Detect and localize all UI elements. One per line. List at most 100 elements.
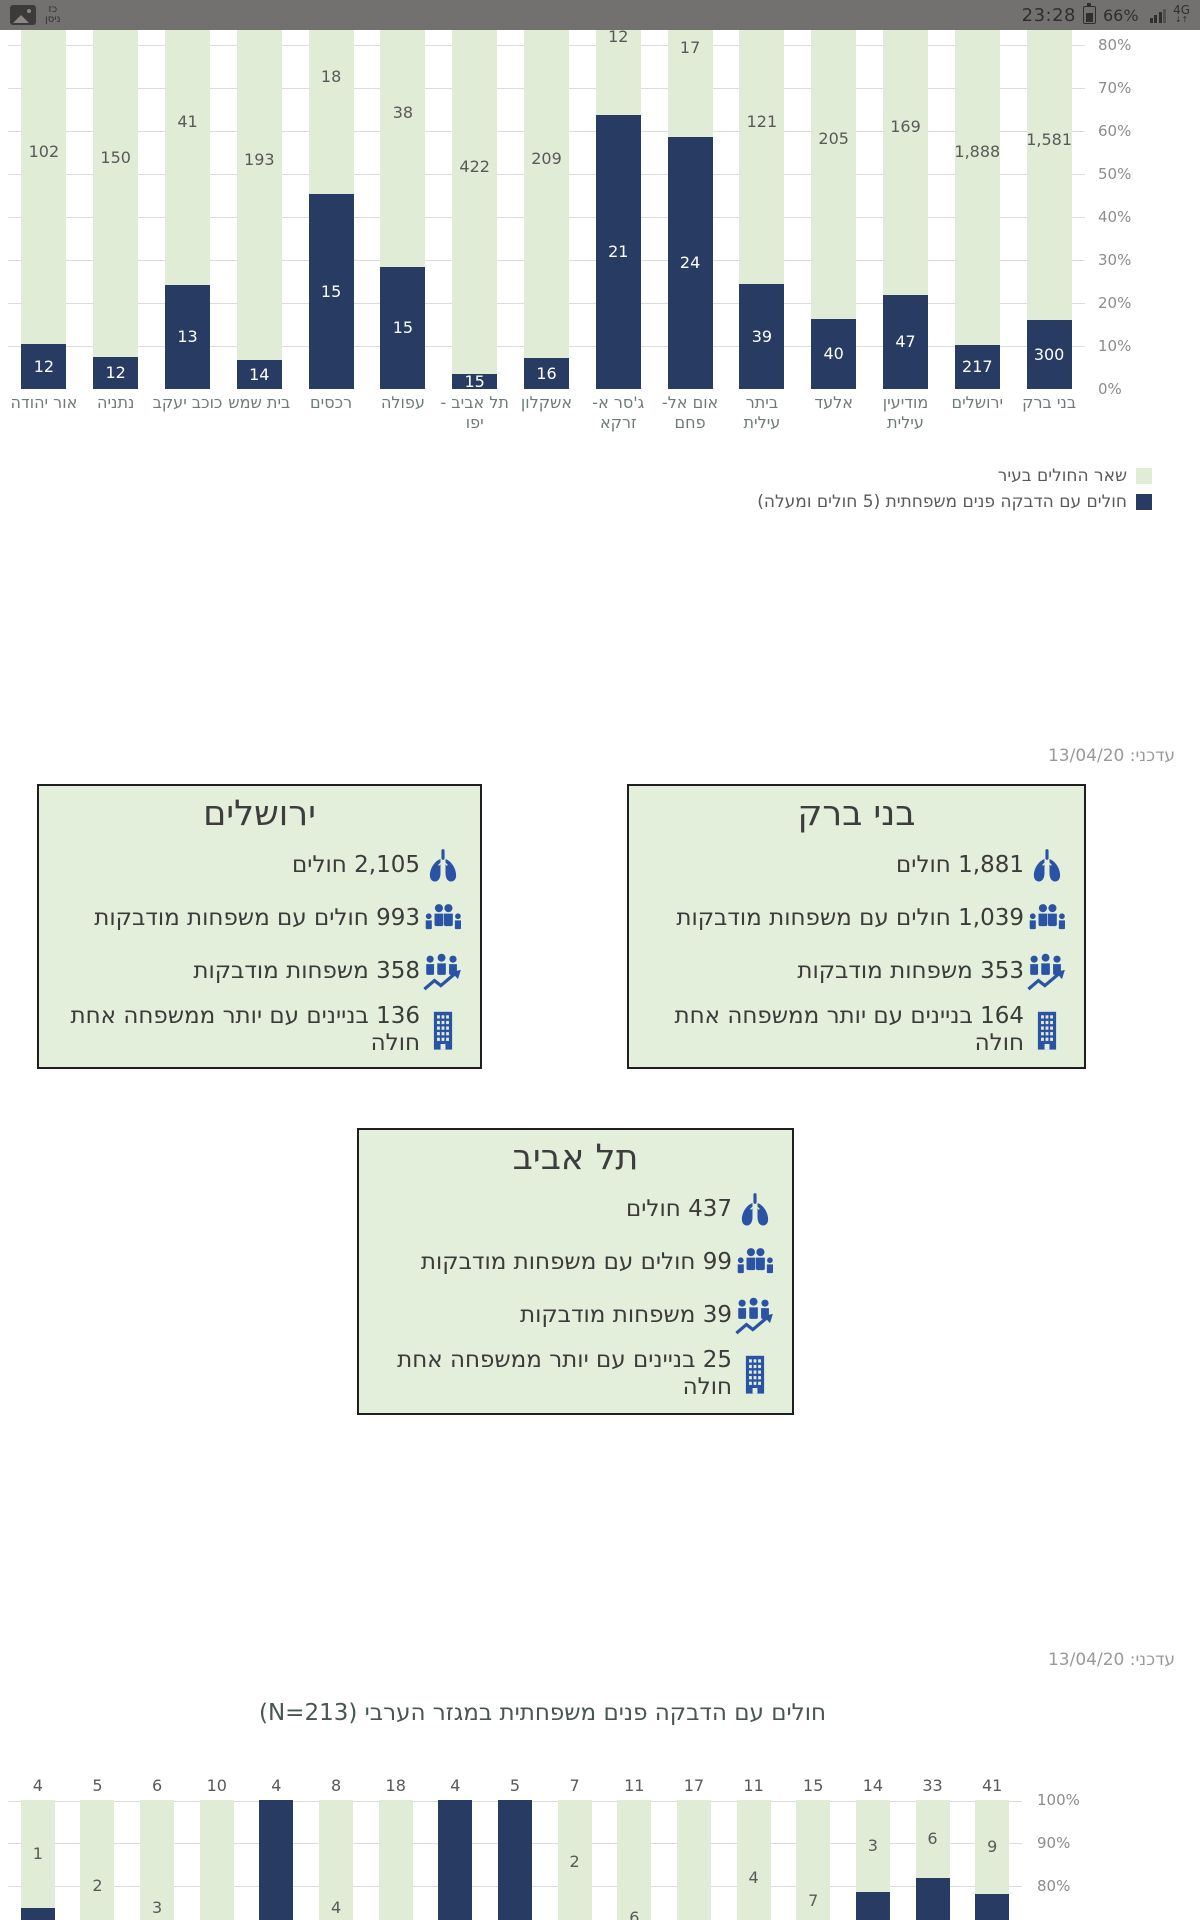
card-row-text: 25 בניינים עם יותר ממשפחה אחת חולה <box>397 1347 732 1401</box>
stacked-bar: 2 <box>80 1800 115 1920</box>
green-value-label: 1 <box>32 1844 43 1863</box>
green-value-label: 193 <box>244 149 275 169</box>
dark-value-label: 47 <box>895 332 916 351</box>
y-tick: 80% <box>1098 36 1132 54</box>
card-row-text: 99 חולים עם משפחות מודבקות <box>420 1249 732 1276</box>
stacked-bar: 4 <box>319 1800 354 1920</box>
segment-family-infection <box>165 285 210 389</box>
green-value-label: 17 <box>679 38 701 57</box>
building-icon <box>732 1353 778 1395</box>
segment-family-infection <box>855 1892 890 1920</box>
infected-family-icon <box>1024 900 1070 938</box>
card-row-text: 2,105 חולים <box>292 852 420 879</box>
card-row: 39 משפחות מודבקות <box>373 1294 778 1338</box>
card-row: 136 בניינים עם יותר ממשפחה אחת חולה <box>53 1003 466 1057</box>
city-card-bnei-brak: בני ברק 1,881 חולים 1,039 חולים עם משפחות… <box>627 784 1086 1069</box>
card-title: בני ברק <box>797 794 916 834</box>
segment-other-patients <box>676 1800 711 1920</box>
category-label: ג'סר א- זרקא <box>592 393 645 432</box>
segment-other-patients <box>524 30 569 358</box>
dark-value-label: 300 <box>1033 344 1065 364</box>
segment-other-patients <box>21 30 67 344</box>
segment-family-infection <box>236 360 282 389</box>
category-label: ביתר עילית <box>743 393 781 432</box>
segment-family-infection <box>524 358 569 389</box>
segment-other-patients <box>236 30 282 360</box>
dark-value-label: 15 <box>464 371 485 390</box>
signal-bars-icon <box>1149 8 1167 23</box>
total-value-label: 33 <box>922 1776 943 1795</box>
category-label: תל אביב - יפו <box>440 393 509 432</box>
total-value-label: 11 <box>624 1776 645 1795</box>
category-label: אלעד <box>814 393 853 412</box>
gallery-image-icon <box>10 5 36 25</box>
card-row: 1,881 חולים <box>643 844 1070 888</box>
dark-value-label: 12 <box>105 363 126 382</box>
green-value-label: 4 <box>748 1868 759 1887</box>
stacked-bar <box>438 1800 473 1920</box>
legend-item-other: שאר החולים בעיר <box>757 466 1152 486</box>
infected-family-icon <box>732 1244 778 1282</box>
category-label: אור יהודה <box>10 393 78 412</box>
total-value-label: 18 <box>385 1776 406 1795</box>
green-value-label: 2 <box>92 1876 103 1895</box>
dark-value-label: 13 <box>177 327 198 346</box>
green-value-label: 9 <box>987 1837 998 1856</box>
card-row-text: 1,881 חולים <box>896 852 1024 879</box>
segment-other-patients <box>199 1800 234 1920</box>
total-value-label: 10 <box>206 1776 227 1795</box>
stacked-bar <box>676 1800 711 1920</box>
segment-other-patients <box>796 1800 831 1920</box>
stacked-bar-בית שמש: 19314 <box>236 30 282 389</box>
stacked-bar-בני ברק: 1,581300 <box>1026 30 1072 389</box>
bottom-chart-title: חולים עם הדבקה פנים משפחתית במגזר הערבי … <box>258 1700 827 1726</box>
green-value-label: 102 <box>28 141 60 161</box>
green-value-label: 422 <box>459 156 490 176</box>
chart-legend: שאר החולים בעיר חולים עם הדבקה פנים משפח… <box>757 466 1152 518</box>
segment-family-infection <box>308 194 354 389</box>
green-value-label: 150 <box>100 148 131 167</box>
segment-other-patients <box>595 30 641 115</box>
card-row-text: 437 חולים <box>626 1196 732 1223</box>
segment-other-patients <box>975 1800 1010 1894</box>
green-value-label: 6 <box>927 1829 938 1848</box>
segment-family-infection <box>954 345 1000 389</box>
segment-other-patients <box>811 30 857 319</box>
total-value-label: 15 <box>803 1776 824 1795</box>
segment-family-infection <box>259 1800 294 1920</box>
card-row: 437 חולים <box>373 1188 778 1232</box>
card-row-text: 1,039 חולים עם משפחות מודבקות <box>676 905 1024 932</box>
green-value-label: 2 <box>569 1851 580 1871</box>
segment-other-patients <box>378 1800 413 1920</box>
stacked-bar: 2 <box>557 1800 592 1920</box>
y-tick: 70% <box>1098 79 1132 97</box>
total-value-label: 4 <box>450 1776 461 1795</box>
card-row: 25 בניינים עם יותר ממשפחה אחת חולה <box>373 1347 778 1401</box>
segment-family-infection <box>93 357 139 389</box>
stacked-bar: 4 <box>736 1800 771 1920</box>
stacked-bar <box>498 1800 532 1920</box>
segment-family-infection <box>811 319 857 389</box>
card-row-text: 993 חולים עם משפחות מודבקות <box>94 905 420 932</box>
y-tick: 20% <box>1098 294 1132 312</box>
y-tick: 80% <box>1037 1877 1071 1895</box>
navy-swatch-icon <box>1136 494 1152 510</box>
segment-family-infection <box>915 1878 950 1920</box>
dark-value-label: 15 <box>392 318 414 337</box>
battery-percent: 66% <box>1103 5 1139 25</box>
segment-other-patients <box>739 30 785 284</box>
y-tick: 60% <box>1098 122 1132 140</box>
legend-item-family-infection: חולים עם הדבקה פנים משפחתית (5 חולים ומע… <box>757 492 1152 512</box>
total-value-label: 11 <box>743 1776 764 1795</box>
status-left-cluster: 23:28 66% 4G↓↑ <box>1022 3 1190 26</box>
category-label: ירושלים <box>951 393 1004 412</box>
category-label: בית שמש <box>228 393 291 412</box>
stacked-bar-ביתר עילית: 12139 <box>739 30 785 389</box>
green-value-label: 18 <box>320 66 342 86</box>
hebrew-date: כז ניסן <box>45 4 61 25</box>
green-value-label: 3 <box>867 1836 878 1855</box>
